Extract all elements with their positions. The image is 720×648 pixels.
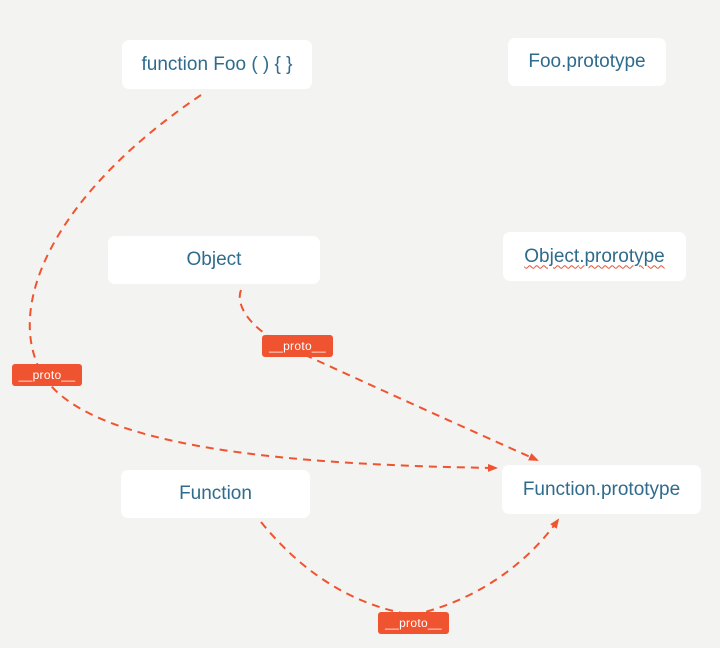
- node-foo-function-label: function Foo ( ) { }: [141, 53, 293, 75]
- node-foo-function: function Foo ( ) { }: [122, 40, 312, 89]
- edge-foo-to-function-prototype: [28, 94, 498, 472]
- node-object: Object: [108, 236, 320, 284]
- edge-function-to-function-prototype: [260, 518, 560, 617]
- node-object-prototype-word1: Object: [524, 245, 580, 267]
- edge-label-foo-proto-text: __proto__: [18, 368, 76, 382]
- edge-object-to-function-prototype: [238, 289, 539, 461]
- node-function-prototype-label: Function.prototype: [522, 478, 681, 500]
- node-object-prototype-word2: .prorotype: [579, 245, 665, 267]
- edge-label-object-proto-text: __proto__: [269, 339, 326, 353]
- edge-label-foo-proto: __proto__: [12, 364, 82, 386]
- node-function-prototype: Function.prototype: [502, 465, 701, 514]
- edge-label-function-proto-text: __proto__: [385, 616, 442, 630]
- edge-label-object-proto: __proto__: [262, 335, 333, 357]
- node-foo-prototype: Foo.prototype: [508, 38, 666, 86]
- node-function: Function: [121, 470, 310, 518]
- node-object-prototype: Object.prorotype: [503, 232, 686, 281]
- node-function-label: Function: [179, 483, 252, 504]
- node-foo-prototype-label: Foo.prototype: [528, 51, 646, 72]
- edge-label-function-proto: __proto__: [378, 612, 449, 634]
- node-object-label: Object: [186, 249, 242, 270]
